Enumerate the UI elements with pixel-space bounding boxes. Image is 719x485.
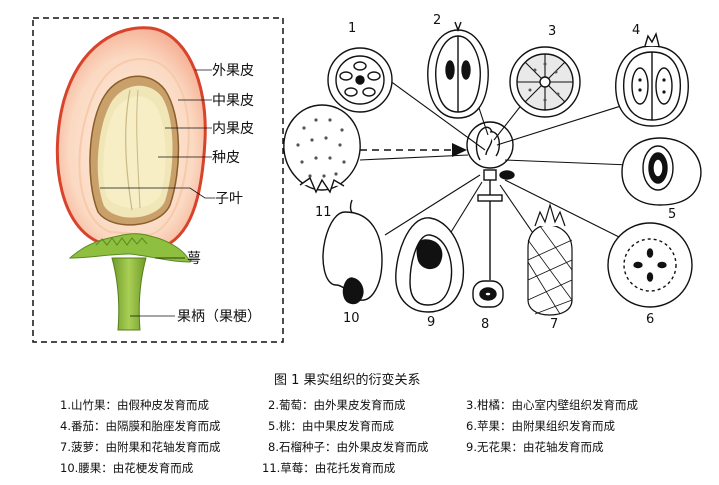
legend-item: 1.山竹果：由假种皮发育而成	[60, 397, 209, 413]
fruit-7-pineapple	[528, 205, 572, 315]
num-9: 9	[427, 315, 435, 330]
label-endocarp: 内果皮	[212, 121, 254, 137]
fruit-3-citrus	[510, 47, 580, 117]
num-6: 6	[646, 312, 654, 327]
fruit-10-cashew	[323, 200, 382, 303]
fruit-cross-section	[57, 28, 205, 330]
num-3: 3	[548, 24, 556, 39]
legend-item: 11.草莓：由花托发育而成	[262, 460, 395, 476]
legend-item: 3.柑橘：由心室内壁组织发育而成	[466, 397, 638, 413]
label-cotyledon: 子叶	[215, 191, 243, 207]
legend-item: 9.无花果：由花轴发育而成	[466, 439, 603, 455]
legend-item: 6.苹果：由附果组织发育而成	[466, 418, 615, 434]
label-exocarp: 外果皮	[212, 63, 254, 79]
fruit-11-strawberry	[284, 105, 360, 192]
legend-item: 8.石榴种子：由外果皮发育而成	[268, 439, 428, 455]
figure-caption: 图 1 果实组织的衍变关系	[274, 369, 421, 388]
fruit-1-mangosteen	[328, 48, 392, 112]
legend-item: 5.桃：由中果皮发育而成	[268, 418, 394, 434]
num-5: 5	[668, 207, 676, 222]
label-peduncle: 果柄（果梗）	[177, 309, 261, 325]
num-10: 10	[343, 311, 360, 326]
num-2: 2	[433, 13, 441, 28]
central-flower	[467, 122, 514, 280]
fruit-9-fig	[396, 218, 464, 312]
legend-item: 7.菠萝：由附果和花轴发育而成	[60, 439, 220, 455]
legend-item: 10.腰果：由花梗发育而成	[60, 460, 193, 476]
fruit-5-peach	[622, 138, 701, 205]
label-mesocarp: 中果皮	[212, 93, 254, 109]
legend-item: 4.番茄：由隔膜和胎座发育而成	[60, 418, 220, 434]
fruit-4-tomato	[616, 34, 688, 126]
num-4: 4	[632, 23, 640, 38]
fruit-2-grape	[428, 22, 488, 118]
fruit-8-pomegranate-seed	[473, 281, 503, 307]
fruit-6-apple	[608, 223, 692, 307]
label-calyx: 萼	[187, 251, 201, 267]
legend-item: 2.葡萄：由外果皮发育而成	[268, 397, 405, 413]
label-seed-coat: 种皮	[212, 150, 240, 166]
num-8: 8	[481, 317, 489, 332]
num-7: 7	[550, 317, 558, 332]
num-11: 11	[315, 205, 332, 220]
num-1: 1	[348, 21, 356, 36]
